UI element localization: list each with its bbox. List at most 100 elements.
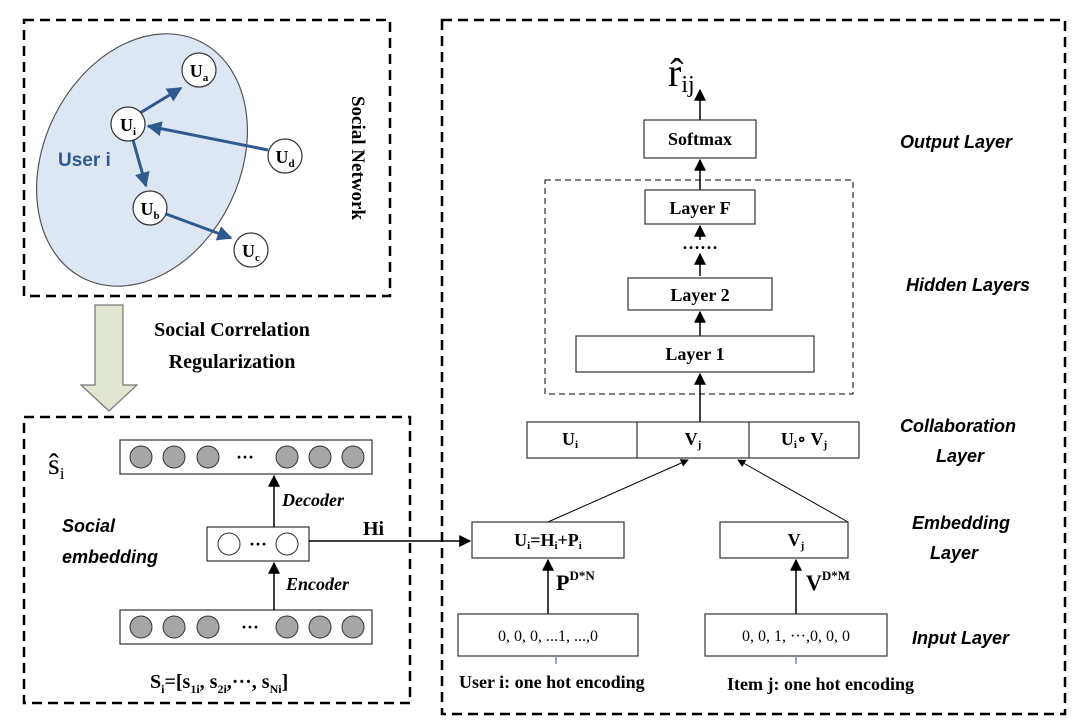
svg-text:Uc: Uc	[242, 241, 260, 264]
input-caption-d: 1i	[190, 682, 200, 696]
s-hat-sub: i	[60, 464, 65, 483]
input-unit	[275, 615, 299, 639]
svg-text:Ud: Ud	[275, 147, 294, 170]
decoder-label: Decoder	[281, 490, 345, 510]
output-unit	[275, 445, 299, 469]
collab-c3b-sub: j	[822, 439, 827, 451]
collab-c2-sub: j	[697, 439, 702, 451]
layer-f-box	[644, 189, 756, 225]
p-matrix: P	[556, 570, 569, 595]
s-hat-label: ŝ	[48, 448, 60, 481]
node-ui: Ui	[110, 106, 146, 142]
hidden-unit	[275, 532, 299, 556]
regularization-arrow	[79, 304, 139, 412]
node-ui-label: U	[120, 115, 133, 135]
v-matrix: V	[806, 570, 822, 595]
input-unit	[308, 615, 332, 639]
p-matrix-label: PD*N	[556, 568, 595, 595]
collab-c1-sub: i	[575, 439, 578, 451]
svg-text:Ub: Ub	[140, 199, 159, 222]
regularization-line2: Regularization	[169, 351, 296, 373]
r-hat-symbol: r̂ij	[668, 50, 695, 98]
input-unit	[129, 615, 153, 639]
output-vector	[119, 439, 373, 475]
node-ub-sub: b	[153, 210, 159, 222]
embedding-label-line1: Embedding	[912, 513, 1010, 533]
item-embed-a: V	[788, 530, 801, 550]
collab-c2: V	[685, 429, 698, 449]
edge-ud-ui	[146, 121, 269, 152]
item-onehot-values: 0, 0, 1, ···,0, 0, 0	[742, 628, 850, 645]
softmax-box	[643, 119, 757, 159]
item-embed-b: j	[800, 540, 805, 552]
output-unit	[341, 445, 365, 469]
hidden-dots: ···	[249, 534, 267, 554]
node-ub: Ub	[132, 190, 168, 226]
collab-cell-product: Ui∘ Vj	[781, 429, 827, 451]
autoencoder-panel: ŝi ··· ··· ··· Decoder Encoder Social em…	[22, 415, 412, 705]
output-layer-label: Output Layer	[900, 132, 1013, 152]
input-caption-g: ,···, s	[227, 671, 270, 693]
user-onehot-caption: User i: one hot encoding	[459, 672, 645, 692]
input-layer-label: Input Layer	[912, 628, 1010, 648]
node-uc-sub: c	[255, 252, 260, 264]
node-ud-label: U	[275, 147, 288, 167]
hidden-layers-frame	[544, 179, 854, 395]
hidden-unit	[217, 532, 241, 556]
layer-1-label: Layer 1	[665, 344, 724, 364]
p-matrix-sup: D*N	[569, 568, 595, 583]
embedding-label-line2: Layer	[930, 543, 979, 563]
node-ud: Ud	[267, 138, 303, 174]
edge-ub-uc	[165, 212, 233, 241]
output-unit	[162, 445, 186, 469]
collab-cell-ui: Ui	[562, 429, 578, 451]
item-onehot-caption: Item j: one hot encoding	[727, 674, 914, 694]
node-uc: Uc	[233, 232, 269, 268]
r-hat-sub: ij	[681, 72, 694, 98]
network-frame	[440, 18, 1067, 716]
item-embedding-box	[719, 521, 849, 559]
autoencoder-frame	[22, 415, 412, 705]
hidden-layers-label: Hidden Layers	[906, 275, 1030, 295]
edge-ui-ua	[134, 86, 183, 118]
user-embed-e: +P	[558, 530, 579, 550]
user-embed-d: i	[554, 540, 557, 552]
user-embed-f: i	[579, 540, 582, 552]
input-caption: Si=[s1i, s2i,···, sNi]	[150, 671, 288, 696]
input-caption-c: =[s	[164, 671, 190, 693]
layers-ellipsis: ……	[682, 233, 718, 253]
collab-c3b: ∘ V	[797, 429, 824, 449]
v-matrix-label: VD*M	[806, 568, 850, 595]
encoder-label: Encoder	[285, 574, 350, 594]
input-caption-b: i	[161, 682, 165, 696]
item-embed-to-collab-arrow	[737, 459, 849, 523]
node-ud-sub: d	[288, 158, 294, 170]
network-panel: r̂ij Softmax Layer F …… Layer 2 Layer 1 …	[440, 18, 1067, 716]
user-embedding-label: Ui=Hi+Pi	[514, 530, 582, 552]
output-dots: ···	[236, 447, 254, 467]
node-ua: Ua	[181, 52, 217, 88]
layer-1-box	[575, 335, 815, 373]
social-embedding-line1: Social	[62, 516, 116, 536]
input-caption-i: ]	[282, 671, 289, 693]
social-network-panel: Ui Ua Ud Ub Uc User i Social Network	[22, 18, 392, 298]
softmax-label: Softmax	[668, 129, 732, 149]
user-embed-a: U	[514, 530, 527, 550]
input-caption-e: , s	[200, 671, 218, 693]
user-embedding-box	[471, 521, 625, 559]
user-group-ellipse	[36, 33, 248, 287]
svg-text:Ua: Ua	[190, 61, 209, 84]
collaboration-box	[526, 421, 860, 459]
v-matrix-sup: D*M	[822, 568, 850, 583]
collab-cell-vj: Vj	[685, 429, 702, 451]
hi-label: Hi	[363, 518, 385, 540]
user-i-label: User i	[58, 150, 111, 171]
output-unit	[308, 445, 332, 469]
collaboration-label-line1: Collaboration	[900, 416, 1016, 436]
svg-text:Ui: Ui	[120, 115, 136, 138]
input-unit	[196, 615, 220, 639]
user-onehot-box	[457, 613, 639, 657]
input-caption-f: 2i	[217, 682, 227, 696]
input-dots: ···	[241, 617, 259, 637]
collab-c1: U	[562, 429, 575, 449]
